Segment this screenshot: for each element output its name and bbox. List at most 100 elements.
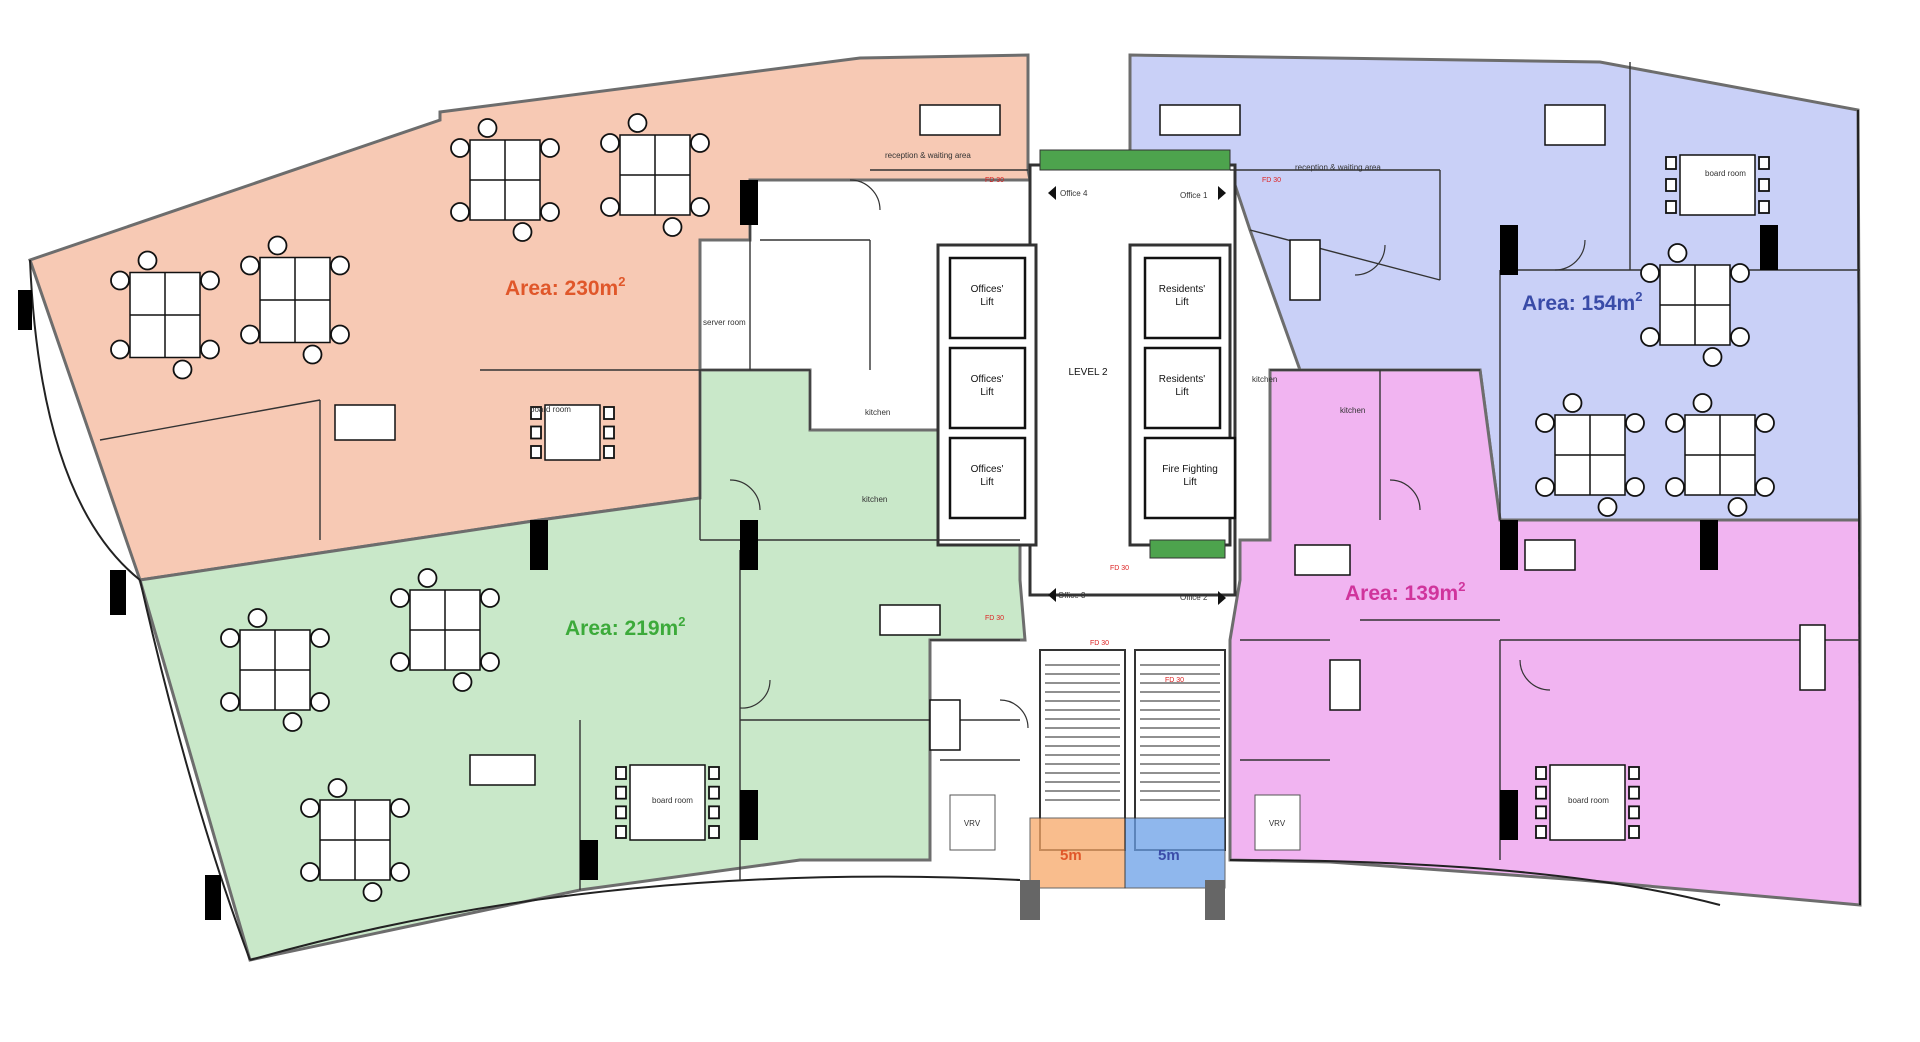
doors bbox=[729, 179, 1586, 729]
chair bbox=[390, 588, 410, 608]
desk bbox=[469, 754, 536, 786]
chair bbox=[390, 652, 410, 672]
lift-label: Lift bbox=[980, 477, 994, 488]
chair bbox=[603, 445, 615, 459]
chair bbox=[480, 588, 500, 608]
arrow-icon bbox=[1048, 186, 1056, 200]
chair bbox=[1692, 393, 1713, 413]
chair bbox=[1665, 156, 1677, 170]
chair bbox=[1665, 200, 1677, 214]
office-3-label: Office 3 bbox=[1058, 591, 1086, 600]
chair bbox=[708, 785, 720, 800]
lift-label: Offices' bbox=[971, 464, 1004, 475]
board-room-label-pink: board room bbox=[1568, 796, 1609, 805]
desk bbox=[1799, 624, 1826, 691]
fire-door-label: FD 30 bbox=[985, 615, 1004, 622]
chair bbox=[220, 628, 240, 648]
chair bbox=[1755, 477, 1775, 497]
chair bbox=[530, 406, 542, 420]
lift-label: Fire Fighting bbox=[1162, 464, 1218, 475]
desk bbox=[334, 404, 396, 441]
chair bbox=[1755, 413, 1775, 433]
chair bbox=[172, 359, 193, 380]
vrv-right: VRV bbox=[1254, 794, 1301, 851]
area-label-green: Area: 219m2 bbox=[565, 614, 685, 640]
workstation-cluster bbox=[1640, 243, 1750, 367]
chair bbox=[540, 202, 560, 222]
chair bbox=[1665, 178, 1677, 192]
chair bbox=[603, 406, 615, 420]
chair bbox=[708, 825, 720, 839]
chair bbox=[1628, 785, 1640, 800]
riser-label-right: 5m bbox=[1158, 847, 1180, 864]
workstation-cluster bbox=[600, 113, 710, 237]
chair bbox=[1727, 497, 1748, 517]
pillars bbox=[18, 180, 1778, 920]
riser-label-left: 5m bbox=[1060, 847, 1082, 864]
chair bbox=[1535, 477, 1555, 497]
chair bbox=[690, 133, 710, 153]
chair bbox=[1597, 497, 1618, 517]
lift-residents-1: Residents' Lift bbox=[1143, 256, 1222, 340]
chair bbox=[530, 425, 542, 440]
chair bbox=[310, 628, 330, 648]
desk bbox=[1159, 104, 1241, 136]
chair bbox=[1535, 825, 1547, 839]
chair bbox=[310, 692, 330, 712]
workstation-cluster bbox=[1665, 393, 1775, 517]
chair bbox=[300, 862, 320, 882]
lift-label: Lift bbox=[980, 297, 994, 308]
lift-label: Residents' bbox=[1159, 284, 1205, 295]
chair bbox=[708, 805, 720, 820]
office-2-label: Office 2 bbox=[1180, 593, 1208, 602]
chair bbox=[1628, 766, 1640, 780]
office-1-label: Office 1 bbox=[1180, 191, 1208, 200]
server-room-label: server room bbox=[703, 318, 746, 327]
chair bbox=[1702, 347, 1723, 367]
desk bbox=[1329, 659, 1361, 711]
chair bbox=[362, 882, 383, 902]
desk bbox=[919, 104, 1001, 136]
reception-label-orange: reception & waiting area bbox=[885, 151, 971, 160]
fire-door-label: FD 30 bbox=[1090, 640, 1109, 647]
chair bbox=[480, 652, 500, 672]
fire-door-label: FD 30 bbox=[1262, 177, 1281, 184]
chair bbox=[690, 197, 710, 217]
chair bbox=[615, 785, 627, 800]
chair bbox=[327, 778, 348, 798]
desk bbox=[1524, 539, 1576, 571]
lift-offices-3: Offices' Lift bbox=[948, 436, 1027, 520]
board-table bbox=[615, 764, 720, 841]
lift-label: Lift bbox=[1175, 297, 1189, 308]
chair bbox=[1625, 413, 1645, 433]
workstation-cluster bbox=[300, 778, 410, 902]
chair bbox=[390, 862, 410, 882]
chair bbox=[267, 235, 288, 256]
workstation-cluster bbox=[240, 235, 350, 365]
chair bbox=[1535, 785, 1547, 800]
table bbox=[544, 404, 601, 461]
lift-label: Offices' bbox=[971, 284, 1004, 295]
chair bbox=[302, 344, 323, 365]
table bbox=[629, 764, 706, 841]
desk bbox=[1294, 544, 1351, 576]
chair bbox=[452, 672, 473, 692]
chair bbox=[220, 692, 240, 712]
workstation-cluster bbox=[1535, 393, 1645, 517]
kitchen-label-pink: kitchen bbox=[1340, 406, 1365, 415]
chair bbox=[417, 568, 438, 588]
chair bbox=[282, 712, 303, 732]
chair bbox=[1758, 156, 1770, 170]
workstation-cluster bbox=[220, 608, 330, 732]
chair bbox=[240, 324, 260, 345]
chair bbox=[1640, 263, 1660, 283]
lift-label: Lift bbox=[1183, 477, 1197, 488]
reception-label-blue: reception & waiting area bbox=[1295, 163, 1381, 172]
kitchen-label-blue: kitchen bbox=[1252, 375, 1277, 384]
kitchen-label-green: kitchen bbox=[862, 495, 887, 504]
board-table bbox=[1535, 764, 1640, 841]
area-label-blue: Area: 154m2 bbox=[1522, 289, 1642, 315]
arrow-icon bbox=[1218, 186, 1226, 200]
chair bbox=[1665, 477, 1685, 497]
table bbox=[1679, 154, 1756, 216]
